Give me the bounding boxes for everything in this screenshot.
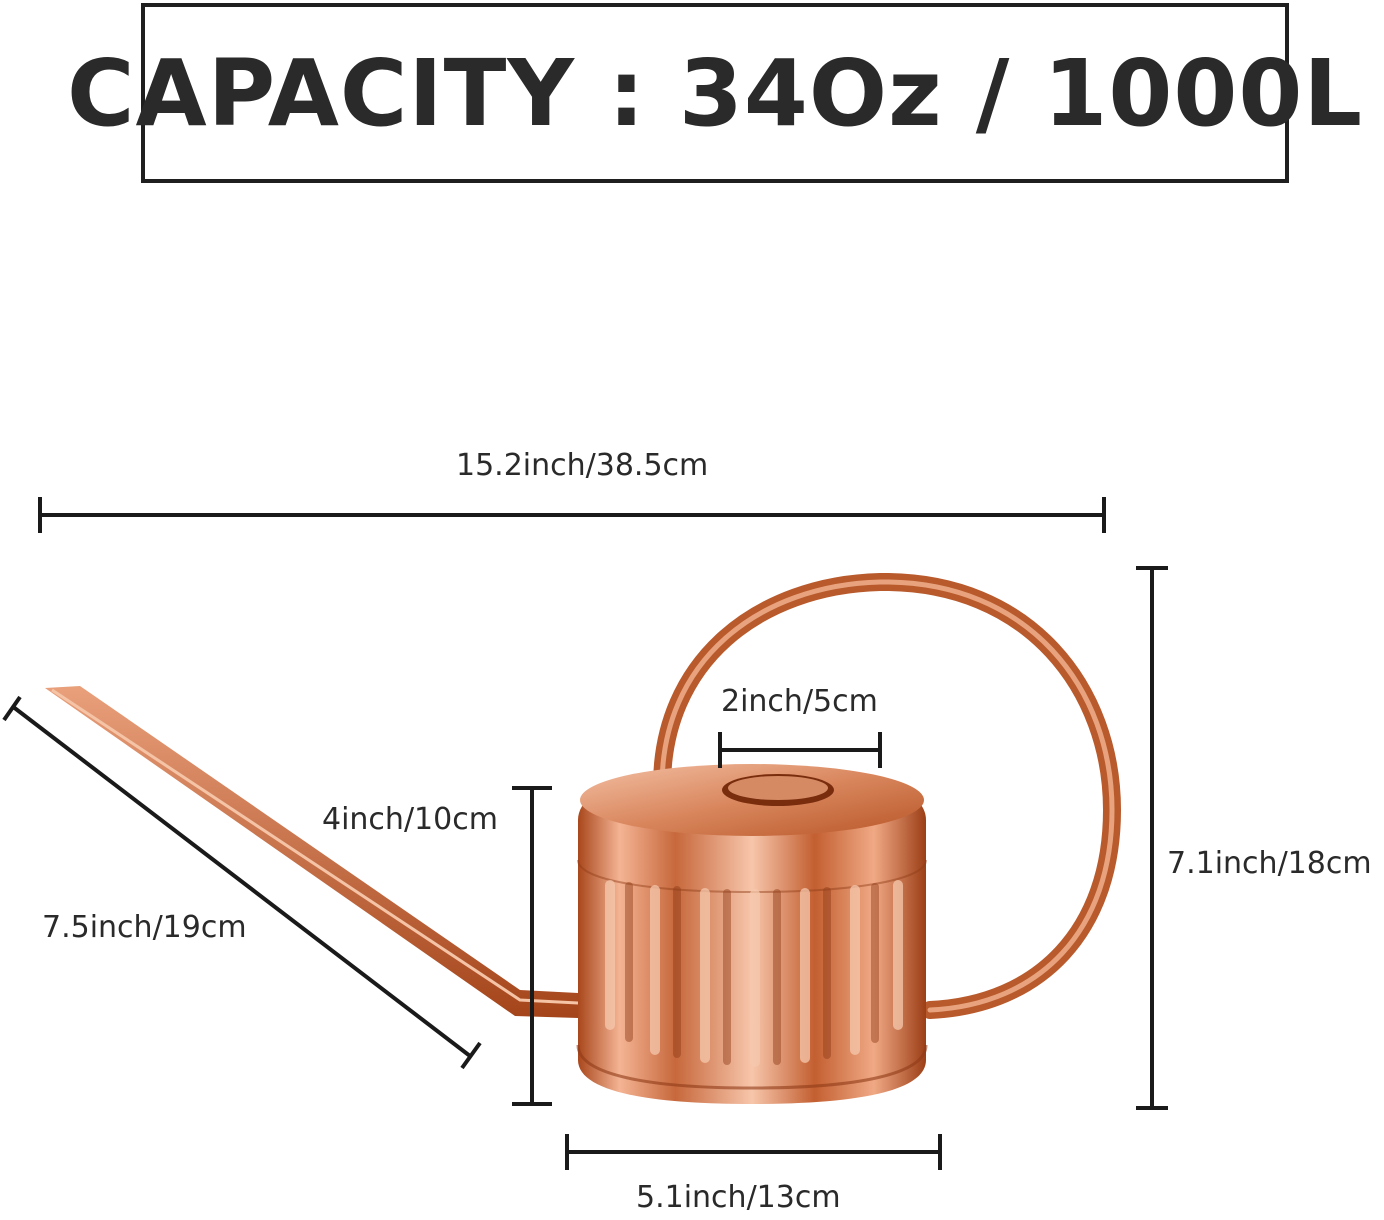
total-length-dimension-line bbox=[38, 497, 1106, 533]
body-height-label: 4inch/10cm bbox=[322, 802, 498, 837]
can-body bbox=[576, 764, 928, 1104]
capacity-title: CAPACITY : 34Oz / 1000L bbox=[67, 39, 1363, 147]
opening-width-dimension-line bbox=[718, 732, 882, 768]
spout-length-dimension-line bbox=[2, 695, 482, 1070]
handle bbox=[652, 572, 1122, 1019]
opening-width-label: 2inch/5cm bbox=[721, 684, 878, 719]
capacity-banner: CAPACITY : 34Oz / 1000L bbox=[67, 3, 1362, 183]
spout bbox=[45, 686, 579, 1018]
base-width-dimension-line bbox=[565, 1134, 942, 1170]
height-dimension-line bbox=[1136, 566, 1168, 1110]
height-label: 7.1inch/18cm bbox=[1167, 846, 1372, 881]
body-height-dimension-line bbox=[512, 786, 552, 1106]
base-width-label: 5.1inch/13cm bbox=[636, 1180, 841, 1215]
total-length-label: 15.2inch/38.5cm bbox=[456, 448, 709, 483]
spout-length-label: 7.5inch/19cm bbox=[42, 910, 247, 945]
